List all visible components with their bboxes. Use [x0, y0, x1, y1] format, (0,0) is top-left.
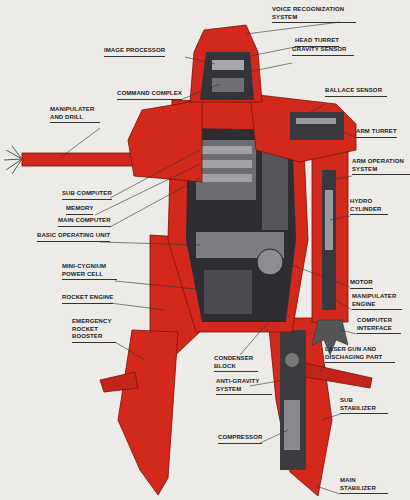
part-label: ROCKET ENGINE [62, 294, 113, 304]
part-label: MOTOR [350, 279, 373, 289]
part-label: MANIPULATER ENGINE [352, 293, 402, 310]
part-label: GRAVITY SENSOR [292, 46, 354, 56]
part-label: MAIN STABILIZER [340, 477, 388, 494]
part-label: EMERGENCY ROCKET BOOSTER [72, 318, 116, 343]
part-label: BALLACE SENSOR [325, 87, 387, 97]
part-label: MANIPULATER AND DRILL [50, 106, 100, 123]
part-label: MEMORY [66, 205, 93, 215]
part-label: VOICE RECOGNIZATION SYSTEM [272, 6, 356, 23]
part-label: LASER GUN AND DISCHAGING PART [325, 346, 395, 363]
part-label: IMAGE PROCESSOR [104, 47, 165, 57]
part-label: SUB STABILIZER [340, 397, 388, 414]
part-label: ARM OPERATION SYSTEM [352, 158, 410, 175]
part-label: MINI-CYGNIUM POWER CELL [62, 263, 117, 280]
leader-lines [60, 22, 357, 494]
part-label: MAIN COMPUTER [58, 217, 111, 227]
part-label: HYDRO CYLINDER [350, 198, 388, 215]
part-label: COMMAND COMPLEX [117, 90, 182, 100]
part-label: CONDENSER BLOCK [214, 355, 258, 372]
robot-body [4, 25, 372, 496]
part-label: BASIC OPERATING UNIT [37, 232, 110, 242]
part-label: COMPRESSOR [218, 434, 262, 444]
part-label: SUB COMPUTER [62, 190, 112, 200]
part-label: ANTI-GRAVITY SYSTEM [216, 378, 272, 395]
part-label: COMPUTER INTERFACE [357, 317, 401, 334]
part-label: ARM TURRET [356, 128, 397, 138]
